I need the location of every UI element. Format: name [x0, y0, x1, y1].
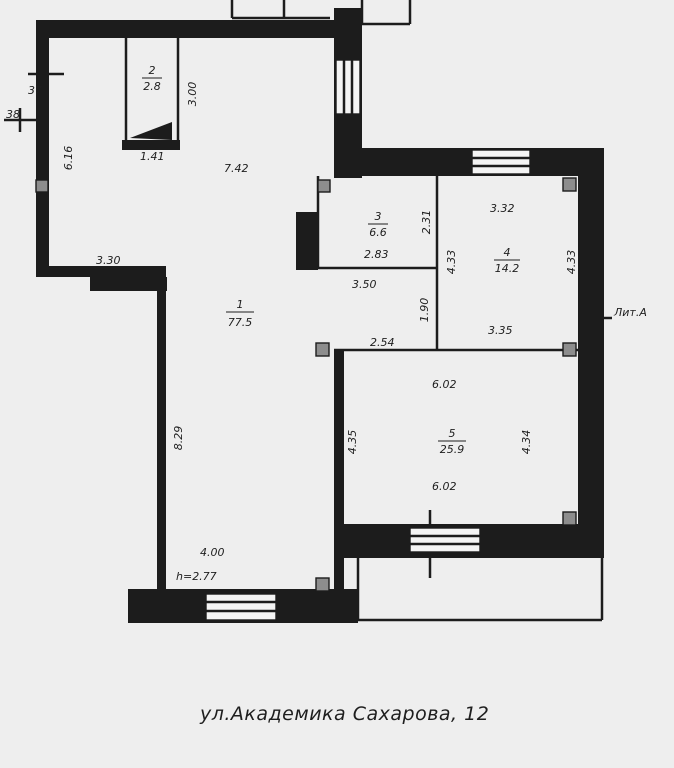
dim-38: 38 — [6, 108, 20, 121]
room-3-number: 3 — [375, 210, 382, 223]
dim-330: 3.30 — [96, 254, 121, 267]
room-5-number: 5 — [449, 427, 456, 440]
dim-254: 2.54 — [370, 336, 395, 349]
dim-433-right: 4.33 — [565, 250, 578, 275]
room-label-3: 3 6.6 — [368, 210, 388, 239]
dim-616: 6.16 — [62, 146, 75, 171]
room-label-5: 5 25.9 — [438, 427, 466, 456]
room-label-4: 4 14.2 — [494, 246, 520, 275]
window-top — [335, 59, 361, 115]
room-1-area: 77.5 — [228, 316, 253, 329]
window-room4 — [471, 149, 531, 175]
room-1-number: 1 — [237, 298, 244, 311]
dim-190: 1.90 — [418, 298, 431, 323]
room-4-number: 4 — [504, 246, 511, 259]
dim-332: 3.32 — [490, 202, 515, 215]
dim-433-left: 4.33 — [445, 250, 458, 275]
dim-300: 3.00 — [186, 82, 199, 107]
liter-label: Лит.А — [613, 306, 647, 319]
dim-231: 2.31 — [420, 210, 433, 235]
room-label-1: 1 77.5 — [226, 298, 254, 329]
dim-283: 2.83 — [364, 248, 389, 261]
dim-435: 4.35 — [346, 430, 359, 455]
window-room5 — [409, 527, 481, 553]
windows — [205, 59, 531, 621]
dimension-ticks — [4, 58, 612, 320]
address-caption: ул.Академика Сахарова, 12 — [200, 703, 490, 725]
room-label-2: 2 2.8 — [142, 64, 162, 93]
dimensions: 37 38 7.42 1.41 3.30 2.83 3.50 2.54 3.32… — [6, 82, 647, 583]
ceiling-height: h=2.77 — [176, 570, 217, 583]
dim-829: 8.29 — [172, 426, 185, 451]
room-4-area: 14.2 — [495, 262, 520, 275]
dim-141: 1.41 — [140, 150, 165, 163]
room-2-area: 2.8 — [143, 80, 161, 93]
room-5-area: 25.9 — [440, 443, 465, 456]
dim-400: 4.00 — [200, 546, 225, 559]
room-3-area: 6.6 — [369, 226, 387, 239]
walls — [36, 8, 604, 623]
dim-602-top: 6.02 — [432, 378, 457, 391]
room-2-number: 2 — [149, 64, 156, 77]
dim-434: 4.34 — [520, 430, 533, 455]
dim-335: 3.35 — [488, 324, 513, 337]
dim-742: 7.42 — [224, 162, 249, 175]
dim-602-bottom: 6.02 — [432, 480, 457, 493]
dim-350: 3.50 — [352, 278, 377, 291]
pillars — [35, 177, 577, 592]
dim-37: 37 — [28, 84, 42, 97]
window-room1 — [205, 593, 277, 621]
